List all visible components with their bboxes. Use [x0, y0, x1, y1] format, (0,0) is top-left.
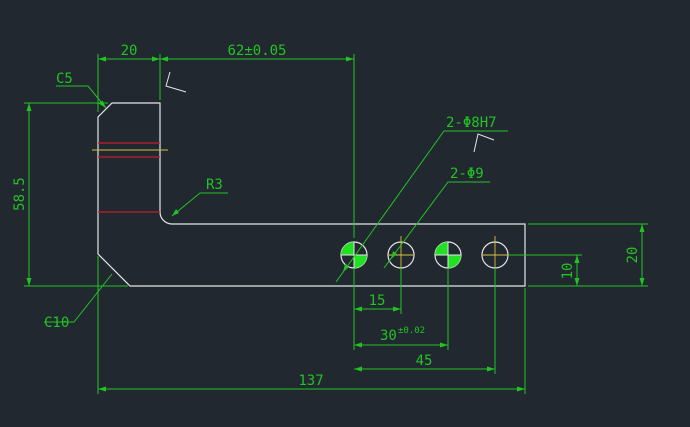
arrow-45-r — [487, 366, 495, 372]
surface-roughness-icon — [473, 133, 495, 153]
dimension-lines — [24, 54, 648, 394]
part-profile — [97, 102, 526, 287]
dim-text-hole-height: 10 — [560, 263, 576, 280]
leader-hole-reamed — [335, 130, 508, 283]
hole-fills — [341, 242, 461, 268]
dim-text-hole-reamed: 2-Φ8H7 — [446, 115, 497, 131]
dim-text-total-length: 137 — [298, 373, 323, 389]
arrow-left-top — [26, 103, 32, 111]
hole-1-fill-a — [341, 242, 354, 255]
dim-text-radius: R3 — [206, 177, 223, 193]
arrow-15-r — [393, 306, 401, 312]
roughness-hole-mark — [473, 133, 495, 153]
hole-3-fill-b — [448, 255, 461, 268]
arrow-hole-plain — [391, 251, 397, 259]
arrow-left-bottom — [26, 278, 32, 286]
leader-c5 — [56, 85, 107, 109]
arrow-45-l — [354, 366, 362, 372]
hole-1-fill-b — [354, 255, 367, 268]
dimension-texts: 20 62±0.05 C5 58.5 R3 2-Φ8H7 2-Φ9 20 10 … — [12, 43, 641, 389]
dim-text-spacing-3: 45 — [416, 353, 433, 369]
leader-r3 — [171, 192, 228, 217]
dim-text-spacing-2-tol: ±0.02 — [398, 326, 425, 336]
arrow-right10-top — [574, 255, 580, 263]
roughness-top-mark — [165, 71, 187, 93]
arrow-15-l — [354, 306, 362, 312]
arrow-right20-top — [639, 224, 645, 232]
dim-text-spacing-2: 30 — [380, 328, 397, 344]
hole-center-lines — [388, 236, 508, 274]
dimension-arrowheads — [26, 56, 645, 392]
arrow-top-354 — [346, 56, 354, 62]
hole-quadrant-lines — [341, 242, 461, 268]
arrow-top-160-r — [160, 56, 168, 62]
arrow-top-left — [98, 56, 106, 62]
arrow-30-r — [440, 342, 448, 348]
arrow-right10-bottom — [574, 278, 580, 286]
leader-c10 — [44, 273, 113, 323]
arrow-c5 — [98, 100, 106, 108]
leader-hole-plain — [383, 181, 490, 269]
dim-text-height-right: 20 — [625, 247, 641, 264]
hidden-lines — [98, 142, 160, 213]
dim-text-chamfer-top: C5 — [56, 71, 73, 87]
hole-3-fill-a — [435, 242, 448, 255]
surface-roughness-icon — [165, 71, 187, 93]
arrow-hole-reamed — [343, 264, 349, 272]
arrow-137-l — [98, 386, 106, 392]
arrow-30-l — [354, 342, 362, 348]
arrow-top-160-l — [152, 56, 160, 62]
arrow-r3 — [172, 209, 179, 216]
dim-text-chamfer-bottom: C10 — [44, 315, 69, 331]
dim-text-height-left: 58.5 — [12, 177, 28, 211]
dim-text-width-top: 20 — [121, 43, 138, 59]
dim-text-hole-plain: 2-Φ9 — [450, 166, 484, 182]
dim-text-offset-top: 62±0.05 — [227, 43, 286, 59]
dim-text-spacing-1: 15 — [369, 293, 386, 309]
arrow-137-r — [517, 386, 525, 392]
arrow-right20-bottom — [639, 278, 645, 286]
